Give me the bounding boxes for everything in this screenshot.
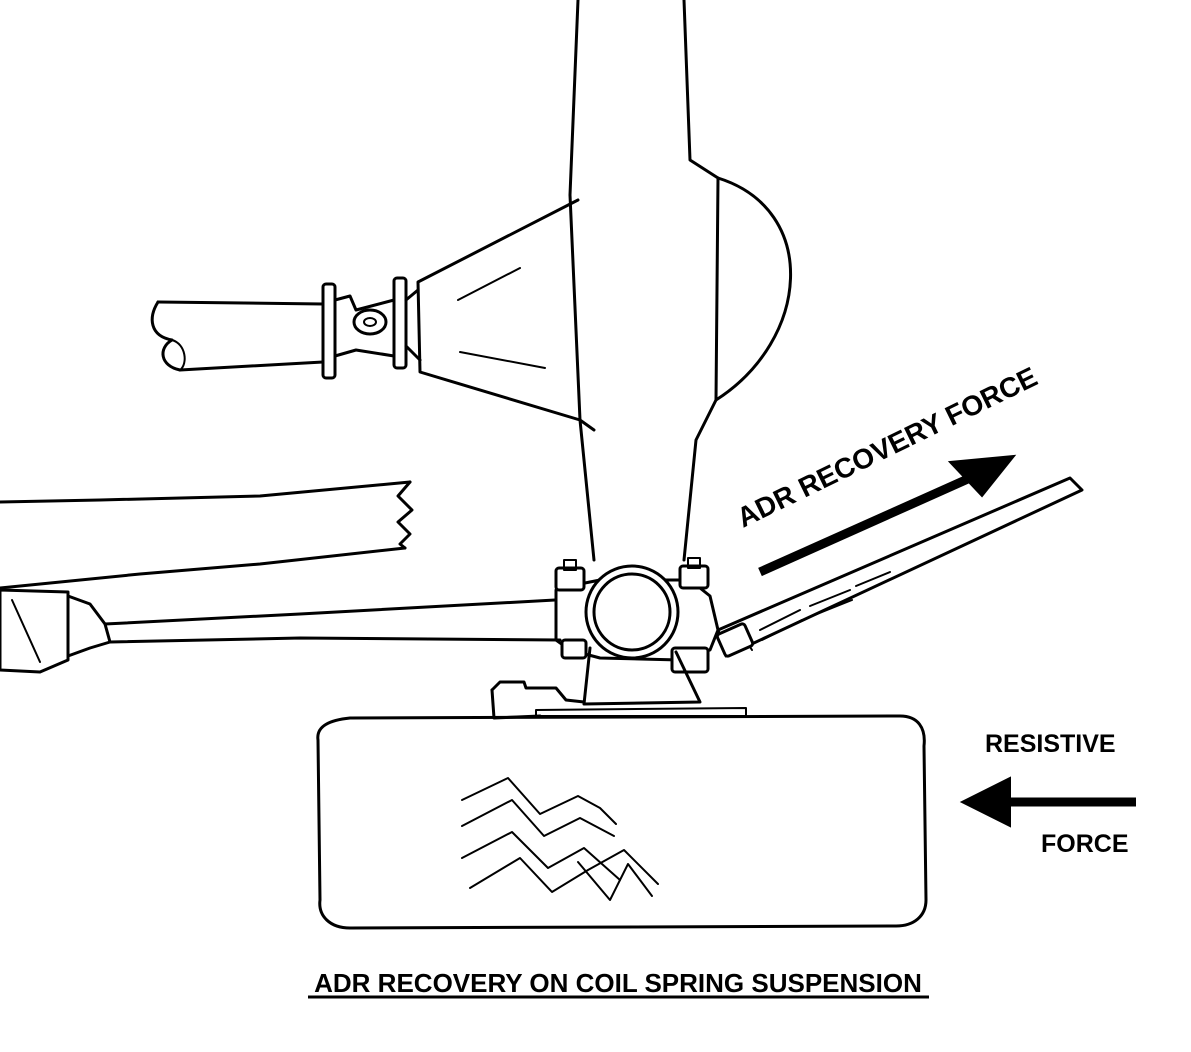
recovery-force-arrow	[758, 454, 1017, 577]
diagram-caption: ADR RECOVERY ON COIL SPRING SUSPENSION	[314, 968, 922, 998]
frame-rail	[0, 480, 414, 590]
differential-cover	[714, 176, 793, 402]
driveshaft	[150, 300, 325, 372]
axle-housing	[568, 0, 720, 562]
pinion-cone	[416, 198, 582, 422]
axle-bracket	[554, 557, 720, 706]
resistive-force-arrow	[959, 776, 1136, 828]
recovery-force-label: ADR RECOVERY FORCE	[732, 361, 1042, 533]
resistive-label: RESISTIVE	[985, 730, 1116, 758]
force-label: FORCE	[1041, 830, 1129, 858]
spring-seat	[490, 680, 747, 720]
universal-joint	[321, 276, 422, 380]
recovery-strap	[715, 476, 1084, 658]
axle-tube-end	[584, 564, 680, 660]
control-arm	[0, 588, 562, 674]
coil-spring	[316, 714, 928, 930]
